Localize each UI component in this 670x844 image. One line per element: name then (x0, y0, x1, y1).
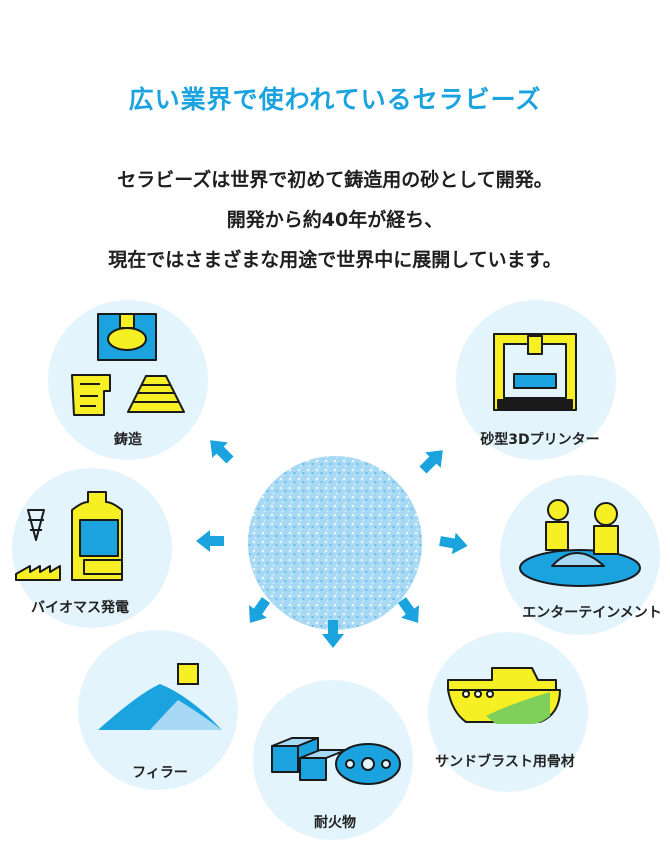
arrow-casting (210, 440, 234, 464)
arrow-entertainment (439, 532, 468, 555)
arrow-sandblast (397, 597, 420, 623)
powder-pile-icon (98, 663, 222, 730)
label-sandblast: サンドブラスト用骨材 (435, 754, 575, 770)
arrow-biomass (196, 530, 224, 552)
arrow-refractory (322, 620, 344, 648)
cerabeads-sphere (248, 456, 422, 630)
biomass-plant-icon (15, 491, 123, 581)
lead-text: セラビーズは世界で初めて鋳造用の砂として開発。 開発から約40年が経ち、 現在で… (0, 160, 670, 280)
label-biomass: バイオマス発電 (31, 600, 129, 616)
diagram-graphics (12, 300, 660, 840)
label-casting: 鋳造 (114, 432, 142, 448)
refractory-circle (253, 680, 413, 840)
refractory-bricks-icon (271, 737, 401, 785)
arrows (196, 440, 468, 648)
arrow-3d-printer (419, 450, 443, 474)
page-title: 広い業界で使われているセラビーズ (128, 85, 542, 114)
lead-line: 開発から約40年が経ち、 (226, 209, 444, 231)
label-entertainment: エンターテインメント (522, 605, 662, 621)
3d-printer-icon (493, 333, 577, 411)
lead-line: 現在ではさまざまな用途で世界中に展開しています。 (108, 249, 562, 271)
kids-sandbox-icon (519, 499, 641, 587)
casting-circle (48, 300, 208, 460)
arrow-filler (248, 597, 271, 623)
label-filler: フィラー (132, 765, 188, 781)
ship-icon (447, 667, 561, 724)
lead-line: セラビーズは世界で初めて鋳造用の砂として開発。 (117, 169, 553, 191)
casting-icon (71, 313, 185, 416)
label-3d-printer: 砂型3Dプリンター (480, 432, 600, 448)
applications-diagram: 鋳造 砂型3Dプリンター バイオマス発電 エンターテインメント フィラー 耐火物… (0, 290, 670, 844)
label-refractory: 耐火物 (314, 815, 356, 831)
